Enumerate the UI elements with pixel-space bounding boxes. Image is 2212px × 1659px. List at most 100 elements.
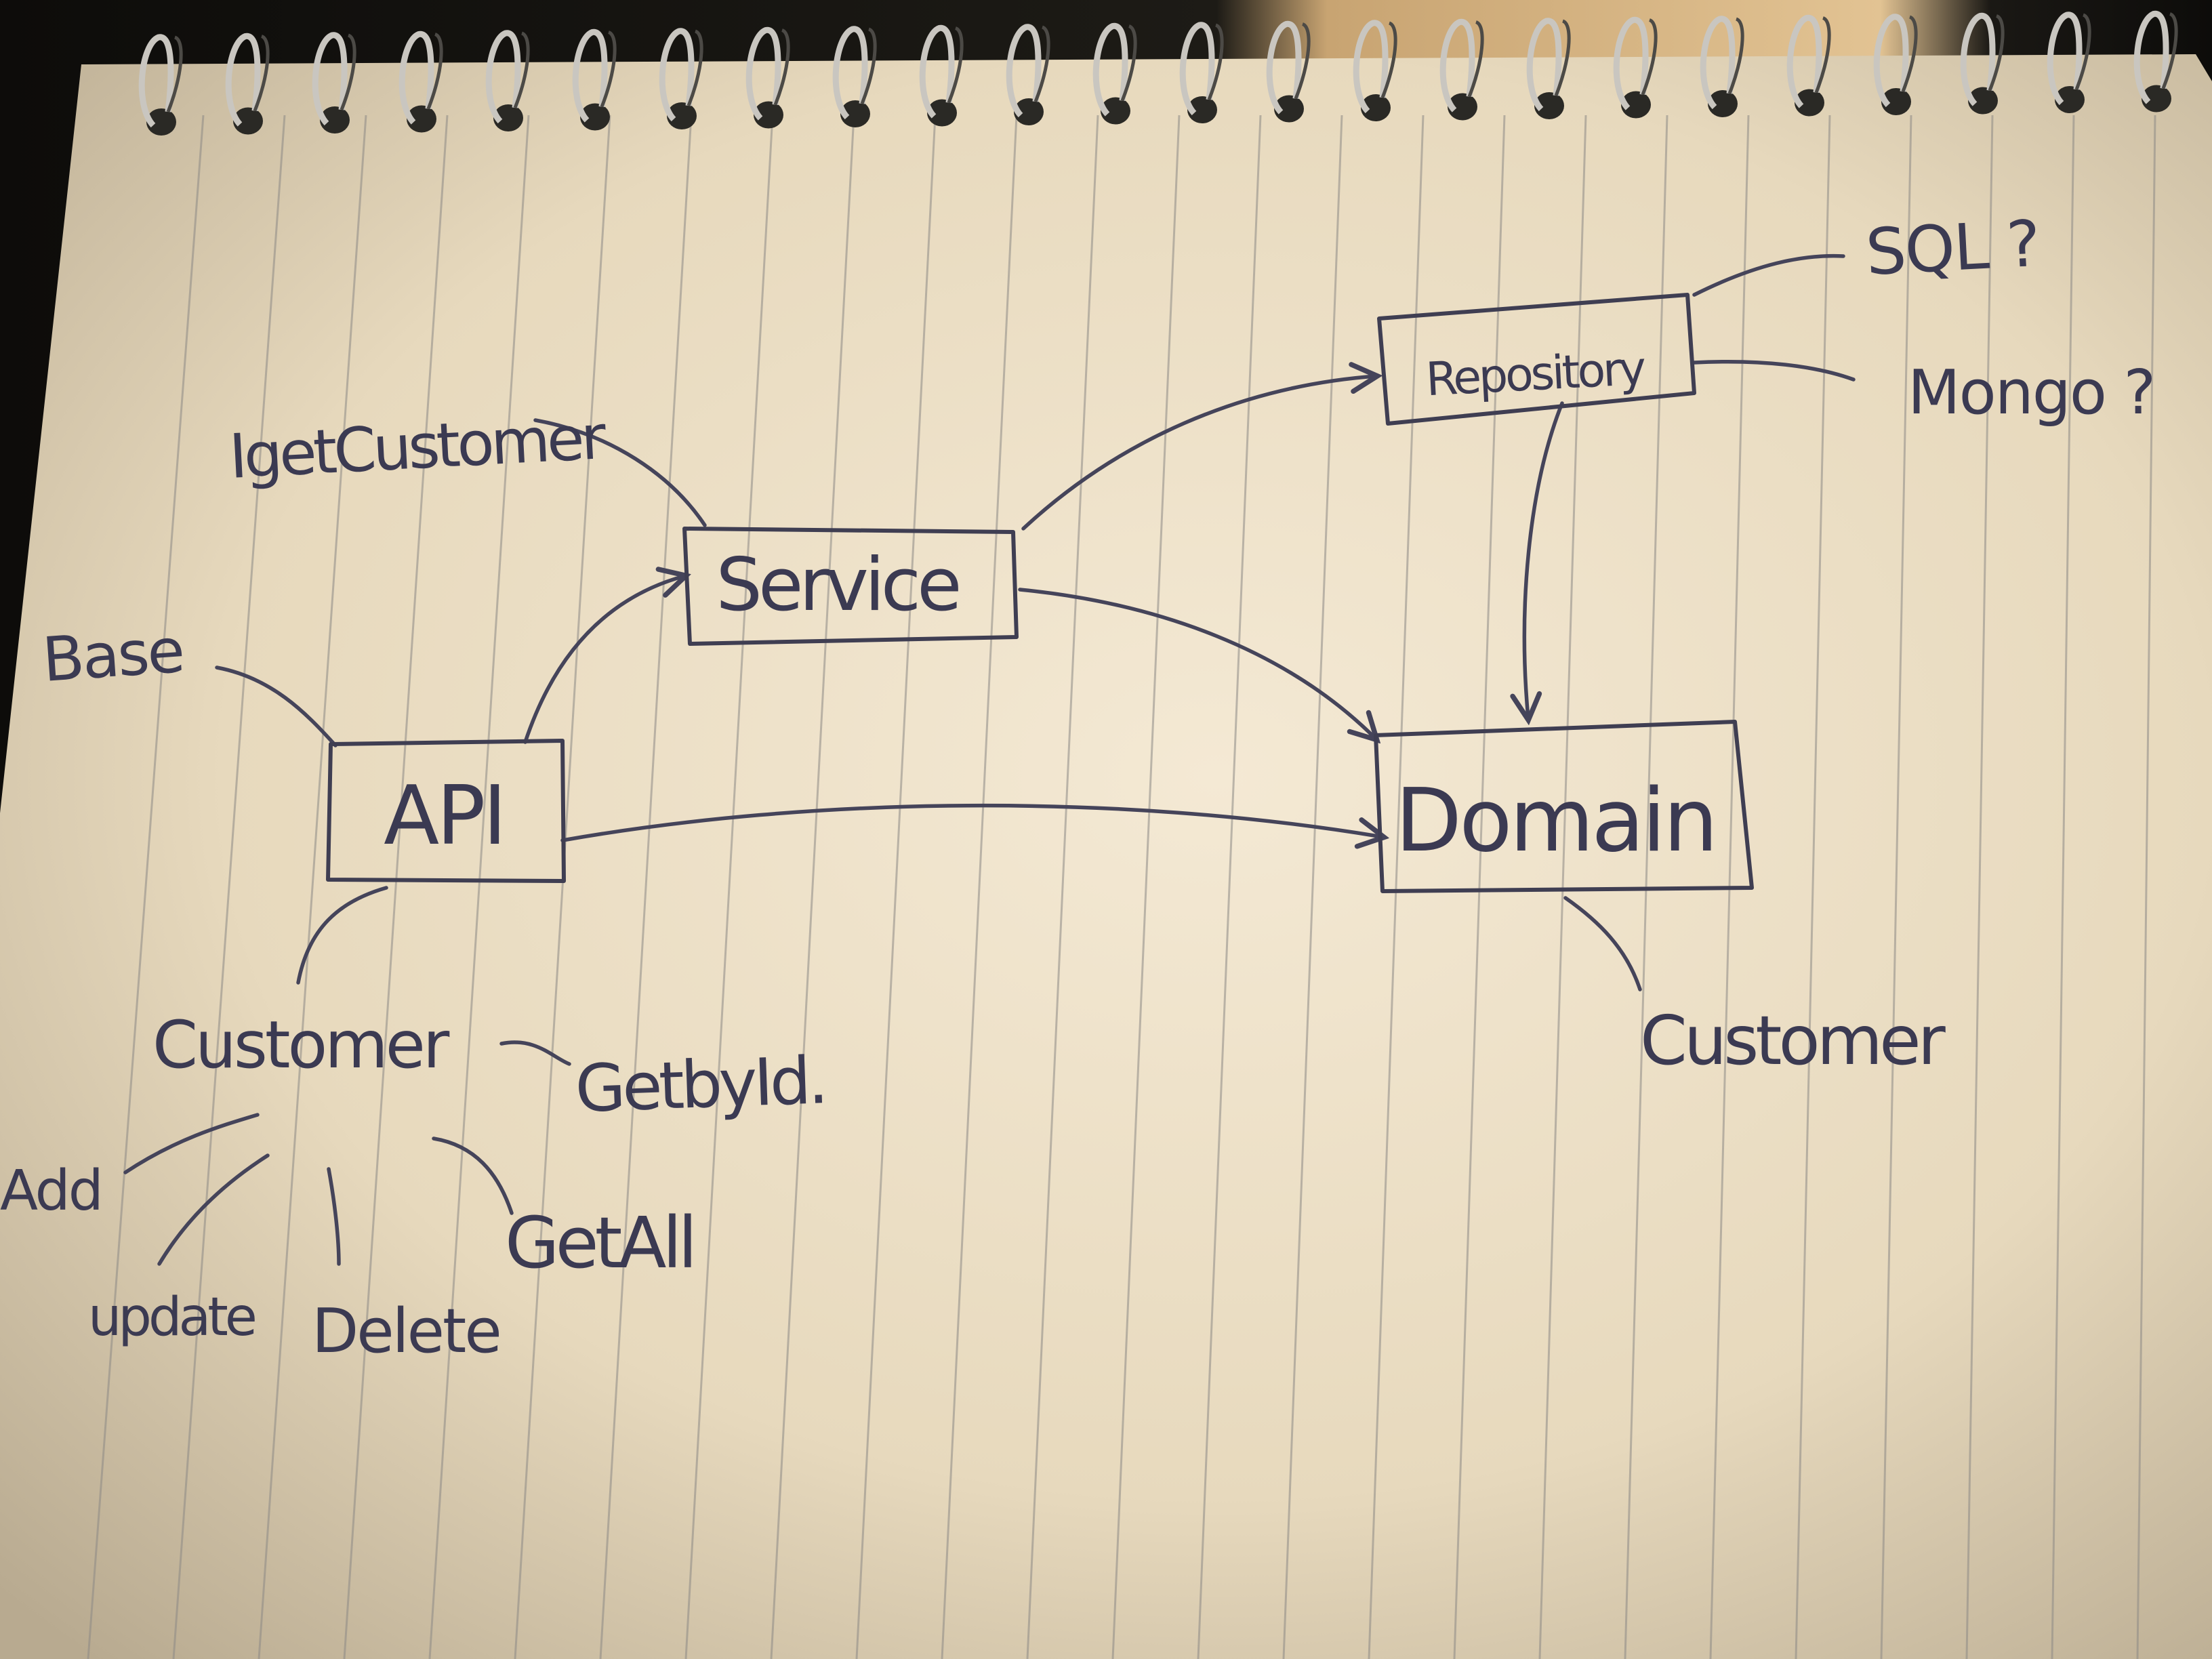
ruled-line [428,115,530,1659]
spiral-coil [1006,24,1042,118]
spiral-coil [1700,16,1736,110]
ruled-line [1880,115,1912,1659]
spiral-coil-shadow [253,35,270,112]
spiral-coil [1266,20,1302,115]
spiral-coil [1092,22,1128,117]
spiral-coil [398,30,434,125]
node-domain: Domain [1374,720,1754,893]
leader-get-all [432,1136,514,1215]
spiral-coil [1786,14,1822,108]
node-service-label: Service [716,543,958,628]
spiral-coil-shadow [1814,16,1831,94]
spiral-hole [1708,90,1738,117]
spiral-hole [1274,95,1304,123]
spiral-coil [1526,18,1562,112]
edge-repository-domain [1524,401,1564,718]
spiral-coil [2047,12,2083,106]
spiral-coil-shadow [1988,14,2005,91]
connectors [123,253,1856,1266]
ruled-line [1368,115,1425,1659]
node-domain-label: Domain [1395,771,1716,872]
spiral-hole [1014,98,1044,125]
spiral-coil [1439,18,1475,112]
ruled-lines [87,115,2156,1659]
leader-customer-domain [1563,896,1642,991]
spiral-coil [1353,20,1389,114]
node-repository: Repository [1377,293,1696,426]
spiral-coil [312,32,348,126]
notebook-page [0,54,2212,1659]
ruled-line [1965,115,1994,1659]
spiral-coil [659,28,695,122]
spiral-coil [225,33,261,127]
ruled-line [770,115,855,1659]
leader-add [123,1113,260,1174]
spiral-hole [1187,96,1217,123]
spiral-coil-shadow [860,27,877,104]
ruled-line [514,115,611,1659]
node-api: API [326,739,566,883]
spiral-hole [233,107,263,135]
spiral-coil-shadow [1120,24,1137,102]
spiral-hole [667,102,697,129]
spiral-coil [138,34,174,128]
leader-customer-api [296,886,388,985]
spiral-coil-shadow [687,29,703,106]
node-api-label: API [384,769,504,863]
labels: IgetCustomer Base Customer GetbyId. Add … [0,207,2156,1367]
spiral-coil [919,24,955,119]
ruled-line [1111,115,1181,1659]
leader-iget-customer [533,418,707,527]
spiral-binding [138,10,2178,136]
spiral-coil [572,28,608,123]
ruled-line [258,115,367,1659]
label-sql: SQL ? [1864,207,2041,290]
spiral-coil-shadow [166,35,183,112]
spiral-hole [927,99,957,127]
label-delete: Delete [312,1296,500,1367]
ruled-line [1282,115,1343,1659]
node-repository-label: Repository [1425,342,1647,407]
ruled-line [343,115,449,1659]
edge-service-repository [1021,376,1376,531]
spiral-coil-shadow [1380,21,1397,98]
leader-delete [327,1167,341,1266]
label-add: Add [0,1159,102,1223]
spiral-hole [1968,87,1998,115]
spiral-hole [1881,88,1911,115]
spiral-coil-shadow [1641,18,1658,96]
label-customer-api: Customer [152,1007,450,1083]
spiral-coil-shadow [1901,15,1918,92]
spiral-coil [1873,14,1909,108]
spiral-coil-shadow [1727,17,1744,94]
spiral-hole [2142,85,2171,112]
ruled-line [1197,115,1262,1659]
edge-service-domain [1018,588,1376,739]
spiral-hole [754,101,783,129]
spiral-coil-shadow [947,26,964,104]
ruled-line [1453,115,1506,1659]
ruled-line [684,115,774,1659]
spiral-coil-shadow [426,33,443,110]
spiral-hole [840,100,870,127]
spiral-hole [580,103,610,131]
spiral-coil-shadow [1294,22,1311,100]
spiral-hole [1448,93,1477,121]
node-service: Service [682,527,1019,646]
spiral-coil [1613,16,1649,110]
spiral-hole [407,105,436,133]
spiral-hole [493,104,523,131]
spiral-coil [2133,10,2169,104]
spiral-coil-shadow [600,30,617,108]
spiral-hole [1534,92,1564,119]
leader-update [157,1153,270,1266]
spiral-coil [485,30,521,124]
spiral-coil-shadow [1467,20,1484,98]
label-customer-domain: Customer [1640,1001,1946,1080]
leader-sql [1692,253,1845,297]
ruled-line [855,115,937,1659]
edge-api-service [523,576,684,744]
ruled-line [941,115,1018,1659]
leader-base [215,665,337,747]
